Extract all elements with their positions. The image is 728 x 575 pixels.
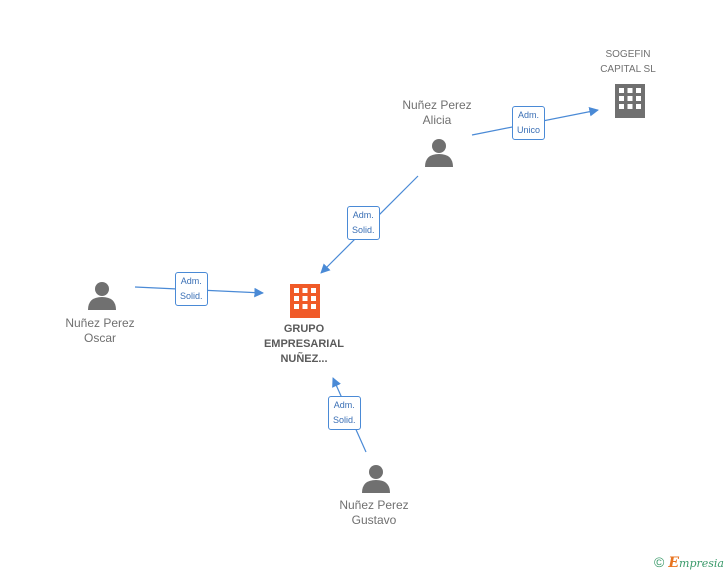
node-label-oscar[interactable]: Nuñez Perez Oscar: [65, 316, 135, 345]
building-icon[interactable]: [290, 284, 320, 318]
edge-label-adm-unico: Adm. Unico: [512, 106, 546, 140]
building-icon[interactable]: [615, 84, 645, 118]
person-icon[interactable]: [88, 282, 116, 310]
node-label-sogefin[interactable]: SOGEFIN CAPITAL SL: [600, 49, 656, 75]
person-icon[interactable]: [362, 465, 390, 493]
edge-label-adm-solid-oscar: Adm. Solid.: [175, 272, 208, 306]
node-label-grupo[interactable]: GRUPO EMPRESARIAL NUÑEZ...: [263, 323, 345, 365]
edge-label-adm-solid-alicia: Adm. Solid.: [347, 206, 380, 240]
footer-brand: ©Empresia: [654, 554, 724, 571]
node-label-alicia[interactable]: Nuñez Perez Alicia: [402, 98, 472, 127]
edge-label-adm-solid-gustavo: Adm. Solid.: [328, 396, 361, 430]
copyright-icon: ©: [654, 554, 665, 570]
node-label-gustavo[interactable]: Nuñez Perez Gustavo: [339, 498, 409, 527]
person-icon[interactable]: [425, 139, 453, 167]
brand-logo: Empresia: [668, 555, 724, 571]
